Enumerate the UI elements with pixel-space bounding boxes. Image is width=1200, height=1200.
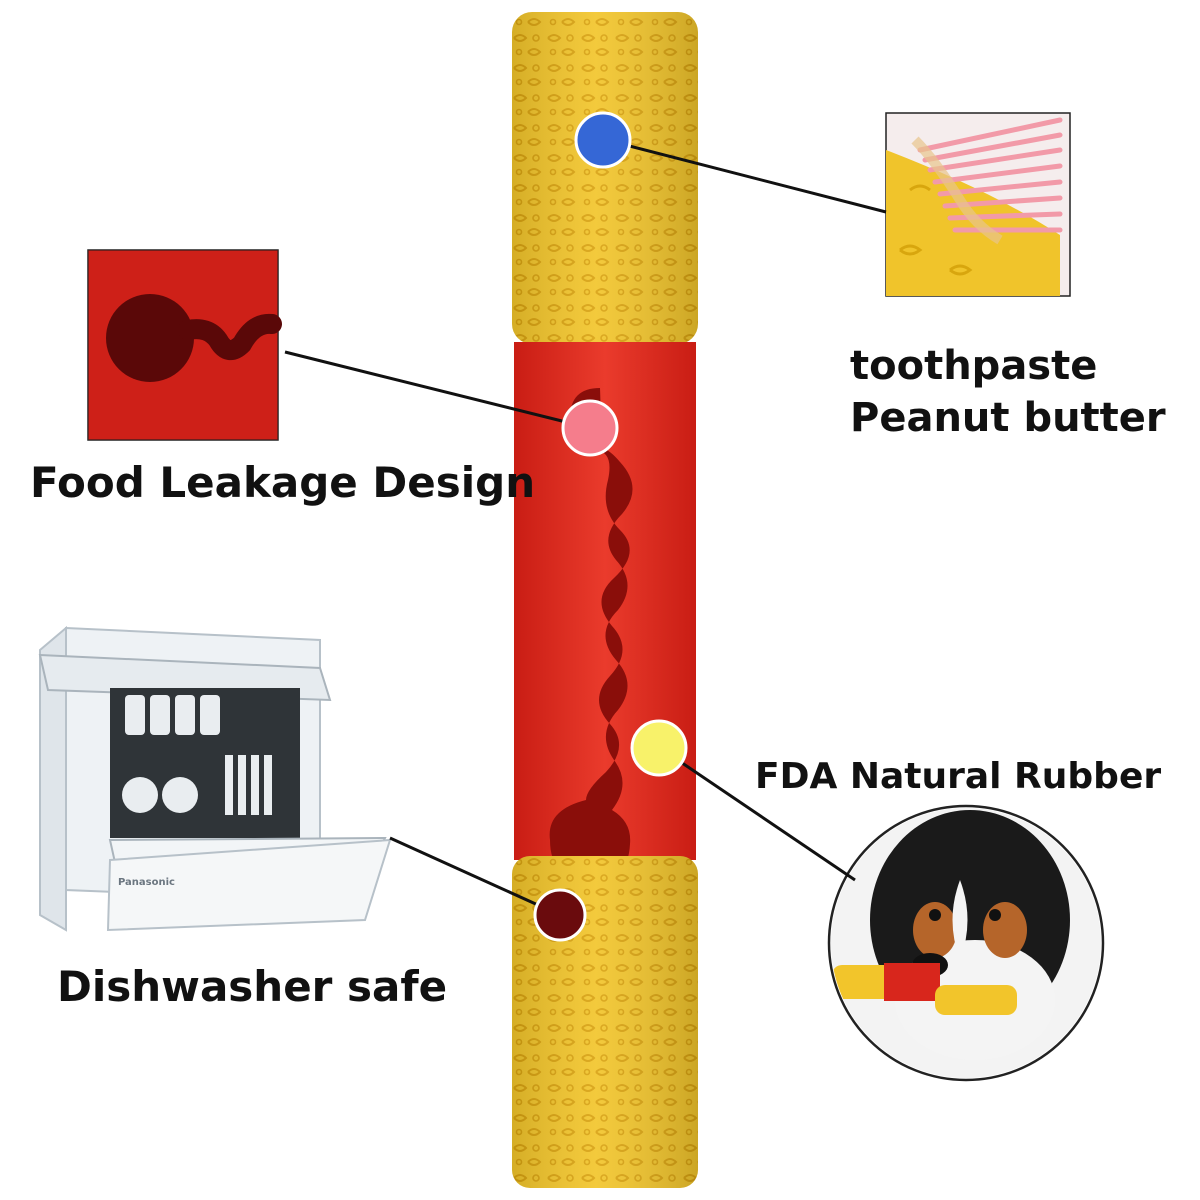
- marker-dot-pink: [561, 399, 619, 457]
- connector-blue: [605, 138, 887, 214]
- dishwasher-brand-text: Panasonic: [118, 877, 175, 888]
- connector-pink: [284, 350, 591, 430]
- marker-dot-blue: [574, 111, 632, 169]
- leak-detail-image: [87, 249, 282, 441]
- toothpaste-label: toothpaste Peanut butter: [850, 340, 1166, 444]
- marker-dot-yellow: [630, 719, 688, 777]
- marker-dot-maroon: [533, 888, 587, 942]
- peanut-butter-text: Peanut butter: [850, 395, 1166, 441]
- toothpaste-text: toothpaste: [850, 343, 1098, 389]
- dishwasher-image: Panasonic: [38, 625, 392, 932]
- toothpaste-brush-image: [885, 112, 1071, 297]
- dishwasher-label: Dishwasher safe: [57, 962, 448, 1011]
- chew-stick: [512, 12, 698, 1188]
- connector-maroon: [389, 836, 561, 917]
- leak-slot: [549, 388, 633, 883]
- dog-photo-circle: [827, 804, 1105, 1082]
- food-leakage-label: Food Leakage Design: [30, 458, 536, 507]
- fda-rubber-label: FDA Natural Rubber: [755, 756, 1162, 797]
- connector-yellow: [659, 746, 856, 882]
